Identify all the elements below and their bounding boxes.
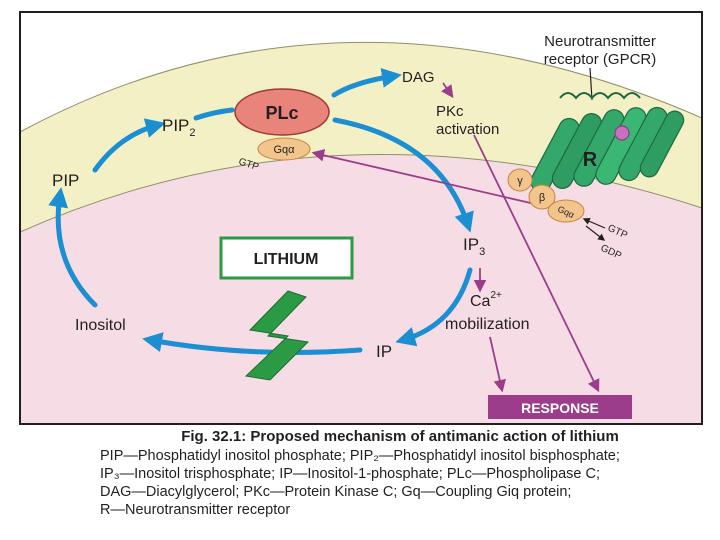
caption-fig-title: Proposed mechanism of antimanic action o… — [250, 428, 619, 445]
signal-arrows — [311, 82, 600, 393]
gamma-subunit — [507, 168, 533, 192]
gpcr-receptor — [530, 92, 685, 193]
galpha-subunit — [547, 199, 585, 223]
figure-caption: Fig. 32.1: Proposed mechanism of antiman… — [100, 428, 700, 519]
cytoplasm-region — [20, 154, 702, 424]
receptor-leader-line — [589, 67, 593, 101]
response-box — [488, 395, 632, 419]
caption-line-2: IP₃—Inositol trisphosphate; IP—Inositol-… — [100, 466, 600, 482]
gtp-gdp-arrows — [582, 217, 606, 241]
response-label: RESPONSE — [521, 400, 599, 416]
receptor-letter: R — [583, 149, 598, 171]
figure-background — [20, 12, 702, 424]
caption-title: Fig. 32.1: Proposed mechanism of antiman… — [100, 428, 700, 445]
receptor-label-line2: receptor (GPCR) — [544, 51, 657, 68]
lithium-label: LITHIUM — [254, 251, 319, 268]
caption-fig-label: Fig. 32.1: — [181, 428, 247, 445]
caption-line-3: DAG—Diacylglycerol; PKc—Protein Kinase C… — [100, 484, 572, 500]
gq-alpha-protein — [257, 137, 311, 161]
arrow-pkc-to-response — [473, 134, 600, 393]
inositol-label: Inositol — [75, 317, 126, 334]
arrow-pip2-to-plc — [193, 107, 235, 121]
inositol-cycle — [48, 67, 474, 355]
pip2-label: PIP2 — [162, 116, 196, 139]
arrow-plc-to-ip3 — [332, 117, 474, 233]
ip-label: IP — [376, 342, 392, 361]
pkc-activation-label: activation — [436, 121, 499, 138]
beta-label: β — [539, 192, 545, 204]
gamma-label: γ — [517, 175, 523, 187]
arrow-plc-to-dag — [331, 67, 402, 98]
plc-enzyme — [234, 88, 330, 136]
arrow-ip3-to-ip — [395, 267, 473, 347]
arrow-pip-to-pip2 — [92, 118, 166, 173]
pkc-label: PKc — [436, 103, 464, 120]
ip3-label: IP3 — [463, 235, 485, 258]
beta-subunit — [528, 184, 556, 210]
g-protein — [507, 168, 585, 223]
receptor-label-line1: Neurotransmitter — [544, 33, 656, 50]
plc-label: PLc — [265, 103, 298, 123]
arrow-galpha-to-gq — [311, 149, 549, 208]
arrow-dag-to-pkc — [441, 82, 454, 99]
arrow-inositol-to-pip — [48, 187, 98, 308]
lithium-inhibition-bolt — [244, 290, 310, 381]
caption-line-4: R—Neurotransmitter receptor — [100, 502, 291, 518]
lithium-box — [219, 236, 354, 280]
figure-frame — [19, 11, 703, 425]
mobilization-label: mobilization — [445, 316, 529, 333]
cell-membrane — [20, 41, 702, 233]
pip-label: PIP — [52, 171, 79, 190]
dag-label: DAG — [402, 69, 435, 86]
gq-alpha-label: Gqα — [273, 144, 295, 156]
arrow-ca-to-response — [489, 336, 506, 393]
arrow-ip-to-inositol — [142, 332, 363, 355]
ca-label: Ca2+ — [470, 290, 502, 310]
caption-line-1: PIP—Phosphatidyl inositol phosphate; PIP… — [100, 448, 620, 464]
